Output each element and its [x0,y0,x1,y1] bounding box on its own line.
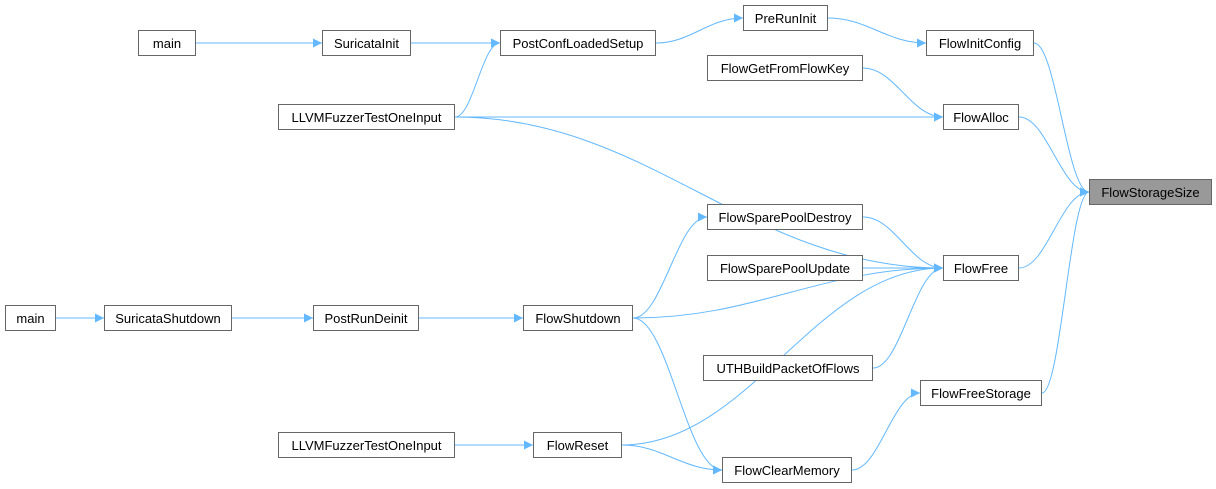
node-flow-free-storage[interactable]: FlowFreeStorage [920,380,1042,406]
edge-flow_free-to-flow_storage_size [1018,187,1090,269]
node-main-top[interactable]: main [138,30,196,56]
edge-flow_free_storage-to-flow_storage_size [1041,187,1090,394]
edge-flow_clear_memory-to-flow_free_storage [851,388,921,471]
edge-flow_init_config-to-flow_storage_size [1033,42,1090,197]
edge-flow_get_from_flow_key-to-flow_alloc [862,67,944,122]
edge-uth_build_packet_of_flows-to-flow_free [872,263,944,369]
node-flow-init-config[interactable]: FlowInitConfig [926,30,1034,56]
node-post-conf-loaded-setup[interactable]: PostConfLoadedSetup [500,30,656,56]
node-llvm-fuzzer-test-one-input-top[interactable]: LLVMFuzzerTestOneInput [278,104,455,130]
node-flow-shutdown[interactable]: FlowShutdown [523,305,633,331]
node-flow-clear-memory[interactable]: FlowClearMemory [722,457,852,483]
node-pre-run-init[interactable]: PreRunInit [743,5,828,31]
node-flow-alloc[interactable]: FlowAlloc [943,104,1019,130]
edge-flow_shutdown-to-flow_clear_memory [632,317,723,475]
node-post-run-deinit[interactable]: PostRunDeinit [313,305,419,331]
node-flow-storage-size: FlowStorageSize [1089,179,1212,205]
edge-flow_reset-to-flow_clear_memory [621,444,723,475]
edge-flow_spare_pool_destroy-to-flow_free [862,216,944,273]
edge-post_conf_loaded_setup-to-pre_run_init [655,13,744,44]
node-flow-free[interactable]: FlowFree [943,255,1019,281]
edge-pre_run_init-to-flow_init_config [827,17,927,48]
node-uth-build-packet-of-flows[interactable]: UTHBuildPacketOfFlows [703,355,873,381]
node-flow-reset[interactable]: FlowReset [533,432,622,458]
node-flow-spare-pool-destroy[interactable]: FlowSparePoolDestroy [707,204,863,230]
edge-flow_shutdown-to-flow_spare_pool_destroy [632,212,708,319]
node-suricata-init[interactable]: SuricataInit [322,30,411,56]
node-llvm-fuzzer-test-one-input-bottom[interactable]: LLVMFuzzerTestOneInput [278,432,455,458]
edge-llvm_fuzzer_top-to-post_conf_loaded_setup [454,38,501,118]
edge-llvm_fuzzer_top-to-flow_free [454,116,944,273]
node-flow-get-from-flow-key[interactable]: FlowGetFromFlowKey [707,55,863,81]
node-suricata-shutdown[interactable]: SuricataShutdown [104,305,232,331]
node-flow-spare-pool-update[interactable]: FlowSparePoolUpdate [707,255,863,281]
edge-flow_shutdown-to-flow_free [632,263,944,319]
node-main-bottom[interactable]: main [5,305,56,331]
